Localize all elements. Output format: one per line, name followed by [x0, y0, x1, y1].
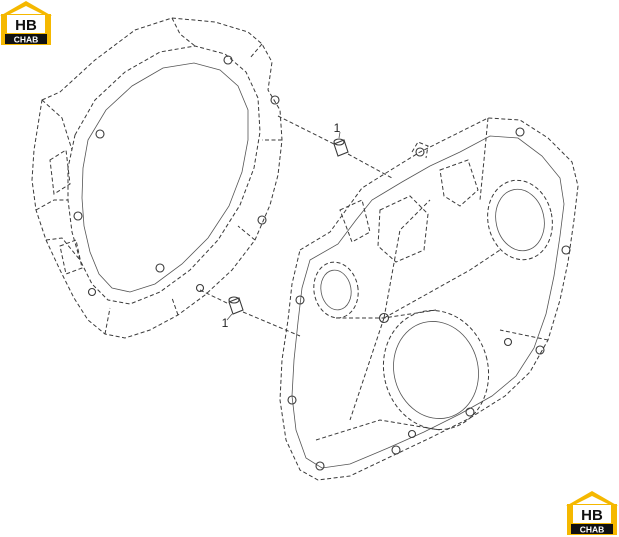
logo-main-text: HB — [581, 507, 603, 524]
brand-logo-bottom-right: HB CHAB — [566, 490, 618, 536]
callout-label: 1 — [222, 316, 229, 330]
dowel-pin-lower — [228, 296, 244, 315]
logo-main-text: HB — [15, 17, 37, 34]
timing-case — [279, 117, 579, 481]
logo-sub-text: CHAB — [580, 525, 605, 535]
alignment-lines — [199, 115, 393, 337]
logo-sub-text: CHAB — [14, 35, 39, 45]
dowel-pin-upper — [333, 138, 349, 157]
brand-logo-top-left: HB CHAB — [0, 0, 52, 46]
callout-label: 1 — [334, 121, 341, 135]
flywheel-housing — [31, 17, 283, 339]
